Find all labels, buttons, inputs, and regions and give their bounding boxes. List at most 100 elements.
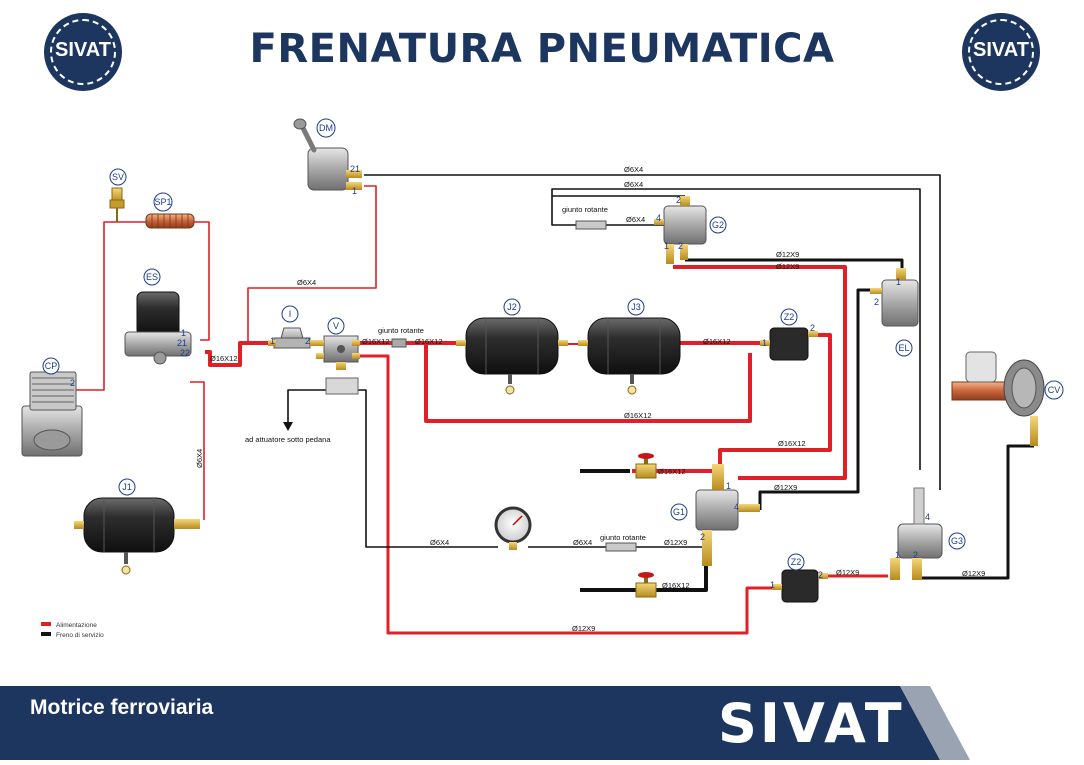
legend-swatch-service <box>41 632 51 636</box>
compressor-cp[interactable] <box>21 371 83 457</box>
ball-valve-lower[interactable] <box>635 572 657 598</box>
svg-text:1: 1 <box>726 481 731 491</box>
tag-g1: G1 <box>670 503 688 521</box>
svg-text:Ø6X4: Ø6X4 <box>624 180 643 189</box>
svg-text:1: 1 <box>270 336 275 346</box>
brake-cylinder-cv[interactable] <box>951 351 1045 446</box>
supply-lines <box>74 185 888 635</box>
footer-band <box>0 686 970 760</box>
driver-brake-valve-dm[interactable] <box>293 118 362 191</box>
supply-line-es-to-j1 <box>190 381 205 520</box>
svg-text:2: 2 <box>676 195 681 205</box>
tag-cv: CV <box>1044 380 1064 400</box>
pressure-valve-z2-lower[interactable] <box>772 569 828 603</box>
tag-es: ES <box>143 268 161 286</box>
svg-text:2: 2 <box>678 241 683 251</box>
pressure-valve-z2-upper[interactable] <box>760 327 818 361</box>
page-title: FRENATURA PNEUMATICA <box>249 26 835 72</box>
svg-text:Ø16X12: Ø16X12 <box>778 439 806 448</box>
safety-valve-sv[interactable] <box>109 187 125 222</box>
swivel-joint-3 <box>605 542 637 552</box>
svg-text:giunto rotante: giunto rotante <box>600 533 646 542</box>
tag-j3: J3 <box>627 298 645 316</box>
svg-text:giunto rotante: giunto rotante <box>562 205 608 214</box>
swivel-joint-1 <box>391 338 407 348</box>
logo-text-left: SIVAT <box>55 39 111 61</box>
limiting-valve-i[interactable] <box>268 327 318 349</box>
svg-text:Ø16X12: Ø16X12 <box>658 467 686 476</box>
service-line-g2-top <box>551 188 921 470</box>
legend: Alimentazione Freno di servizio <box>41 622 104 639</box>
service-line-el-to-g1 <box>758 288 870 510</box>
svg-text:1: 1 <box>896 277 901 287</box>
svg-text:Ø12X9: Ø12X9 <box>776 250 799 259</box>
svg-text:4: 4 <box>656 213 661 223</box>
svg-text:Z2: Z2 <box>791 557 802 567</box>
svg-text:Ø16X12: Ø16X12 <box>415 337 443 346</box>
actuator-arrowhead <box>283 422 293 431</box>
svg-text:G1: G1 <box>673 507 685 517</box>
annotations: giunto rotante giunto rotante giunto rot… <box>245 205 646 542</box>
svg-text:CV: CV <box>1048 385 1061 395</box>
valve-el[interactable] <box>870 268 919 327</box>
service-line-dm-top <box>364 174 941 490</box>
tag-g2: G2 <box>709 216 727 234</box>
service-line-g3-to-cv <box>918 444 1034 580</box>
ball-valve-upper[interactable] <box>635 453 657 479</box>
service-line-valve-bottom <box>580 565 708 592</box>
tag-z2-upper: Z2 <box>780 308 798 326</box>
valve-v[interactable] <box>316 335 360 395</box>
supply-line-g2-to-g1 <box>673 265 847 480</box>
svg-text:Freno di servizio: Freno di servizio <box>56 632 104 639</box>
port-numbers: 2 1 21 22 1 2 21 1 1 2 2 4 1 2 1 2 1 2 4… <box>70 164 930 590</box>
air-tank-j2[interactable] <box>456 317 568 395</box>
svg-text:Ø6X4: Ø6X4 <box>195 449 204 468</box>
air-tank-j1[interactable] <box>74 497 200 575</box>
pressure-gauge <box>494 506 532 550</box>
svg-text:Alimentazione: Alimentazione <box>56 622 97 629</box>
cooling-pipe-sp1[interactable] <box>145 213 195 229</box>
svg-text:V: V <box>333 321 339 331</box>
svg-text:J2: J2 <box>507 302 517 312</box>
svg-text:4: 4 <box>925 512 930 522</box>
air-dryer-es[interactable] <box>124 291 192 365</box>
tag-i: I <box>281 305 299 323</box>
logo-text-right: SIVAT <box>973 39 1029 61</box>
svg-text:Ø12X9: Ø12X9 <box>572 624 595 633</box>
relay-valve-g2[interactable] <box>654 196 707 264</box>
svg-text:22: 22 <box>180 348 190 358</box>
relay-valve-g1[interactable] <box>695 464 760 566</box>
svg-text:Ø6X4: Ø6X4 <box>297 278 316 287</box>
svg-text:2: 2 <box>874 297 879 307</box>
component-tags: SV SP1 ES CP J1 I V DM J2 J3 Z2 G2 EL G1… <box>42 118 1064 571</box>
svg-text:SP1: SP1 <box>154 197 171 207</box>
svg-text:Ø16X12: Ø16X12 <box>362 337 390 346</box>
svg-text:J1: J1 <box>122 482 132 492</box>
footer-caption: Motrice ferroviaria <box>30 696 214 719</box>
tag-z2-lower: Z2 <box>787 553 805 571</box>
supply-line-cp-to-sp1 <box>74 221 148 391</box>
svg-text:2: 2 <box>913 550 918 560</box>
svg-text:Z2: Z2 <box>784 312 795 322</box>
footer-brand-logo: SIVAT <box>718 692 905 755</box>
svg-text:Ø6X4: Ø6X4 <box>624 165 643 174</box>
svg-text:1: 1 <box>895 550 900 560</box>
svg-text:CP: CP <box>45 361 58 371</box>
svg-text:1: 1 <box>664 241 669 251</box>
footer-bar <box>0 686 1084 760</box>
svg-text:2: 2 <box>700 532 705 542</box>
svg-text:Ø6X4: Ø6X4 <box>430 538 449 547</box>
tag-j1: J1 <box>118 478 136 496</box>
svg-text:Ø12X9: Ø12X9 <box>776 262 799 271</box>
svg-text:ES: ES <box>146 272 158 282</box>
relay-valve-g3[interactable] <box>890 487 943 580</box>
sivat-logo-right: SIVAT <box>962 13 1040 91</box>
tag-j2: J2 <box>503 298 521 316</box>
svg-text:Ø12X9: Ø12X9 <box>664 538 687 547</box>
supply-line-sp1-to-es <box>194 221 210 341</box>
svg-text:2: 2 <box>810 323 815 333</box>
service-lines <box>287 174 1034 592</box>
air-tank-j3[interactable] <box>568 317 681 395</box>
tag-sv: SV <box>109 168 127 186</box>
